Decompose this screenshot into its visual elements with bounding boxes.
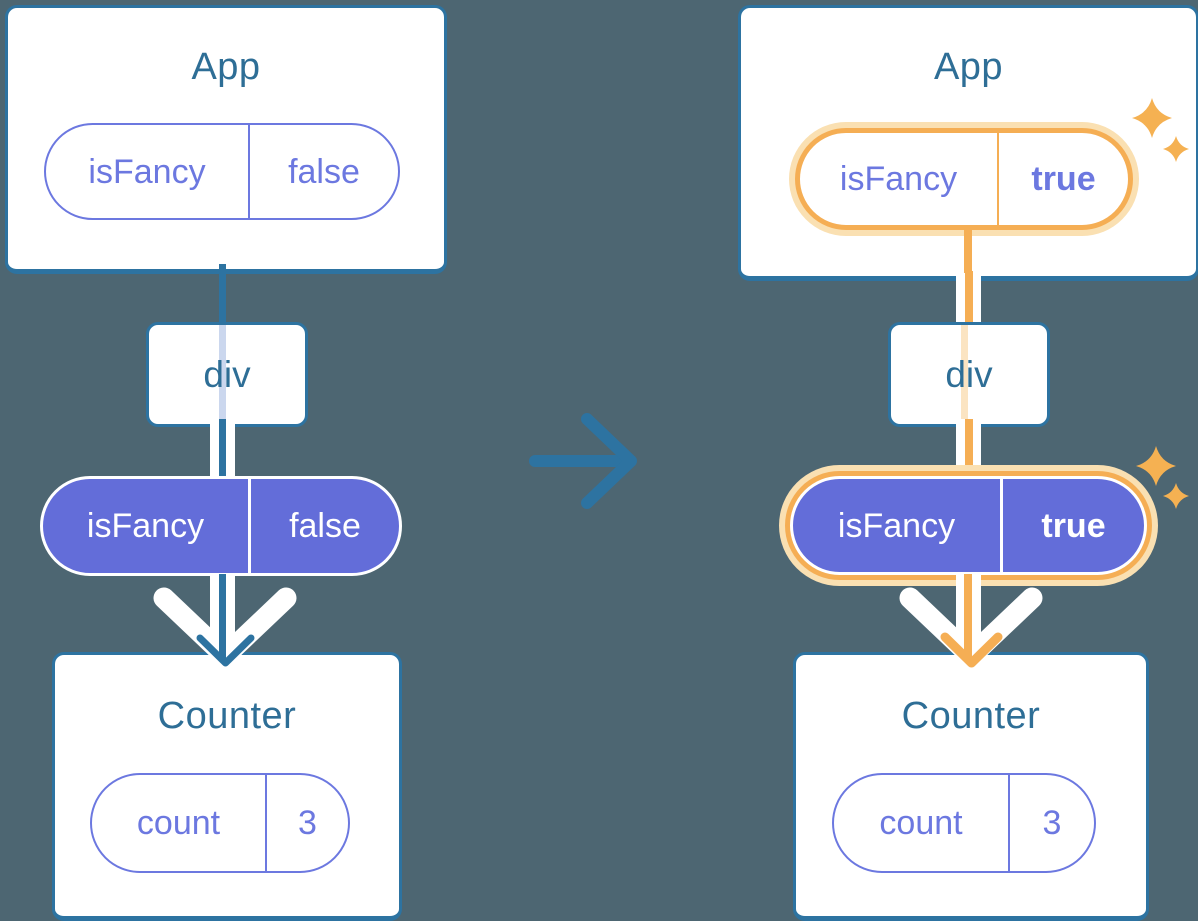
state-pill-value: true [1031,160,1096,198]
count-pill-name: count [136,804,221,842]
pill-divider [1008,775,1010,871]
div-to-prop-connector [210,419,235,478]
state-pill-name: isFancy [88,152,206,191]
state-pill: isFancy true [795,128,1133,230]
count-pill-name: count [879,804,963,842]
prop-passthrough-line [961,325,968,424]
prop-pill: isFancy false [40,476,402,576]
prop-pill: isFancy true [790,476,1147,575]
app-card: App isFancy false [5,5,447,274]
arrow-line [964,574,972,659]
count-pill: count 3 [90,773,350,873]
div-to-prop-connector [956,419,981,478]
prop-pill-name: isFancy [837,506,956,545]
app-title: App [933,46,1004,88]
sparkles-icon [1132,98,1189,162]
sparkles-icon [1136,446,1189,509]
div-label: div [945,353,993,395]
pill-divider [1000,479,1003,572]
counter-title: Counter [901,695,1041,737]
arrow-line [219,574,226,659]
div-node: div [146,322,308,427]
state-pill: isFancy false [44,123,400,220]
count-pill: count 3 [832,773,1096,873]
div-label: div [203,353,251,395]
card-to-div-connector [956,271,981,324]
transition-arrow-icon [529,413,637,509]
pill-divider [248,479,251,573]
state-to-card-edge-line [964,226,972,273]
pill-divider [248,125,250,218]
app-title: App [191,46,261,88]
count-pill-value: 3 [298,804,317,842]
prop-pill-value: false [289,507,361,545]
arrow-head-icon [940,632,1003,668]
prop-pill-name: isFancy [86,507,205,545]
count-pill-value: 3 [1042,804,1062,842]
counter-card: Counter count 3 [793,652,1149,921]
props-flow-arrow [899,574,1043,668]
pill-divider [265,775,267,871]
counter-card: Counter count 3 [52,652,402,921]
div-node: div [888,322,1050,427]
props-flow-arrow [153,574,297,667]
pill-divider [997,133,999,225]
state-pill-name: isFancy [839,160,958,198]
prop-passthrough-line [219,325,226,424]
prop-pill-value: true [1041,506,1106,545]
counter-title: Counter [157,695,297,737]
state-pill-value: false [288,152,360,191]
arrow-head-icon [196,634,255,667]
app-to-div-line [219,264,226,324]
